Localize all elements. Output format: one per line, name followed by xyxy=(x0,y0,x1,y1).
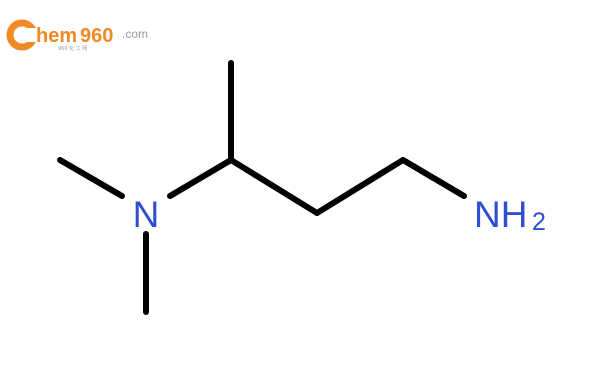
bond-chiral-to-n xyxy=(167,157,234,199)
logo-text-sub: 960 化 工 网 xyxy=(58,45,87,52)
bond-ch2-to-ch2 xyxy=(314,157,406,216)
chem960-logo: C hem 960 .com 960 化 工 网 xyxy=(6,19,148,52)
logo-c-letter: C xyxy=(16,28,28,45)
logo-c-gap xyxy=(26,28,40,42)
logo-text-hem: hem xyxy=(36,25,77,47)
logo-text-domain: .com xyxy=(122,27,148,41)
bond-n-to-methyl-left xyxy=(57,157,125,199)
atom-nh2-subscript: 2 xyxy=(532,208,546,236)
atom-n-dimethyl: N xyxy=(133,194,160,235)
atom-nh2: NH xyxy=(474,194,527,235)
logo-text-960: 960 xyxy=(80,25,113,47)
bond-chiral-to-ch2 xyxy=(228,157,320,216)
bond-ch2-to-nh2 xyxy=(400,157,467,199)
logo-c-mark: C xyxy=(6,19,40,51)
